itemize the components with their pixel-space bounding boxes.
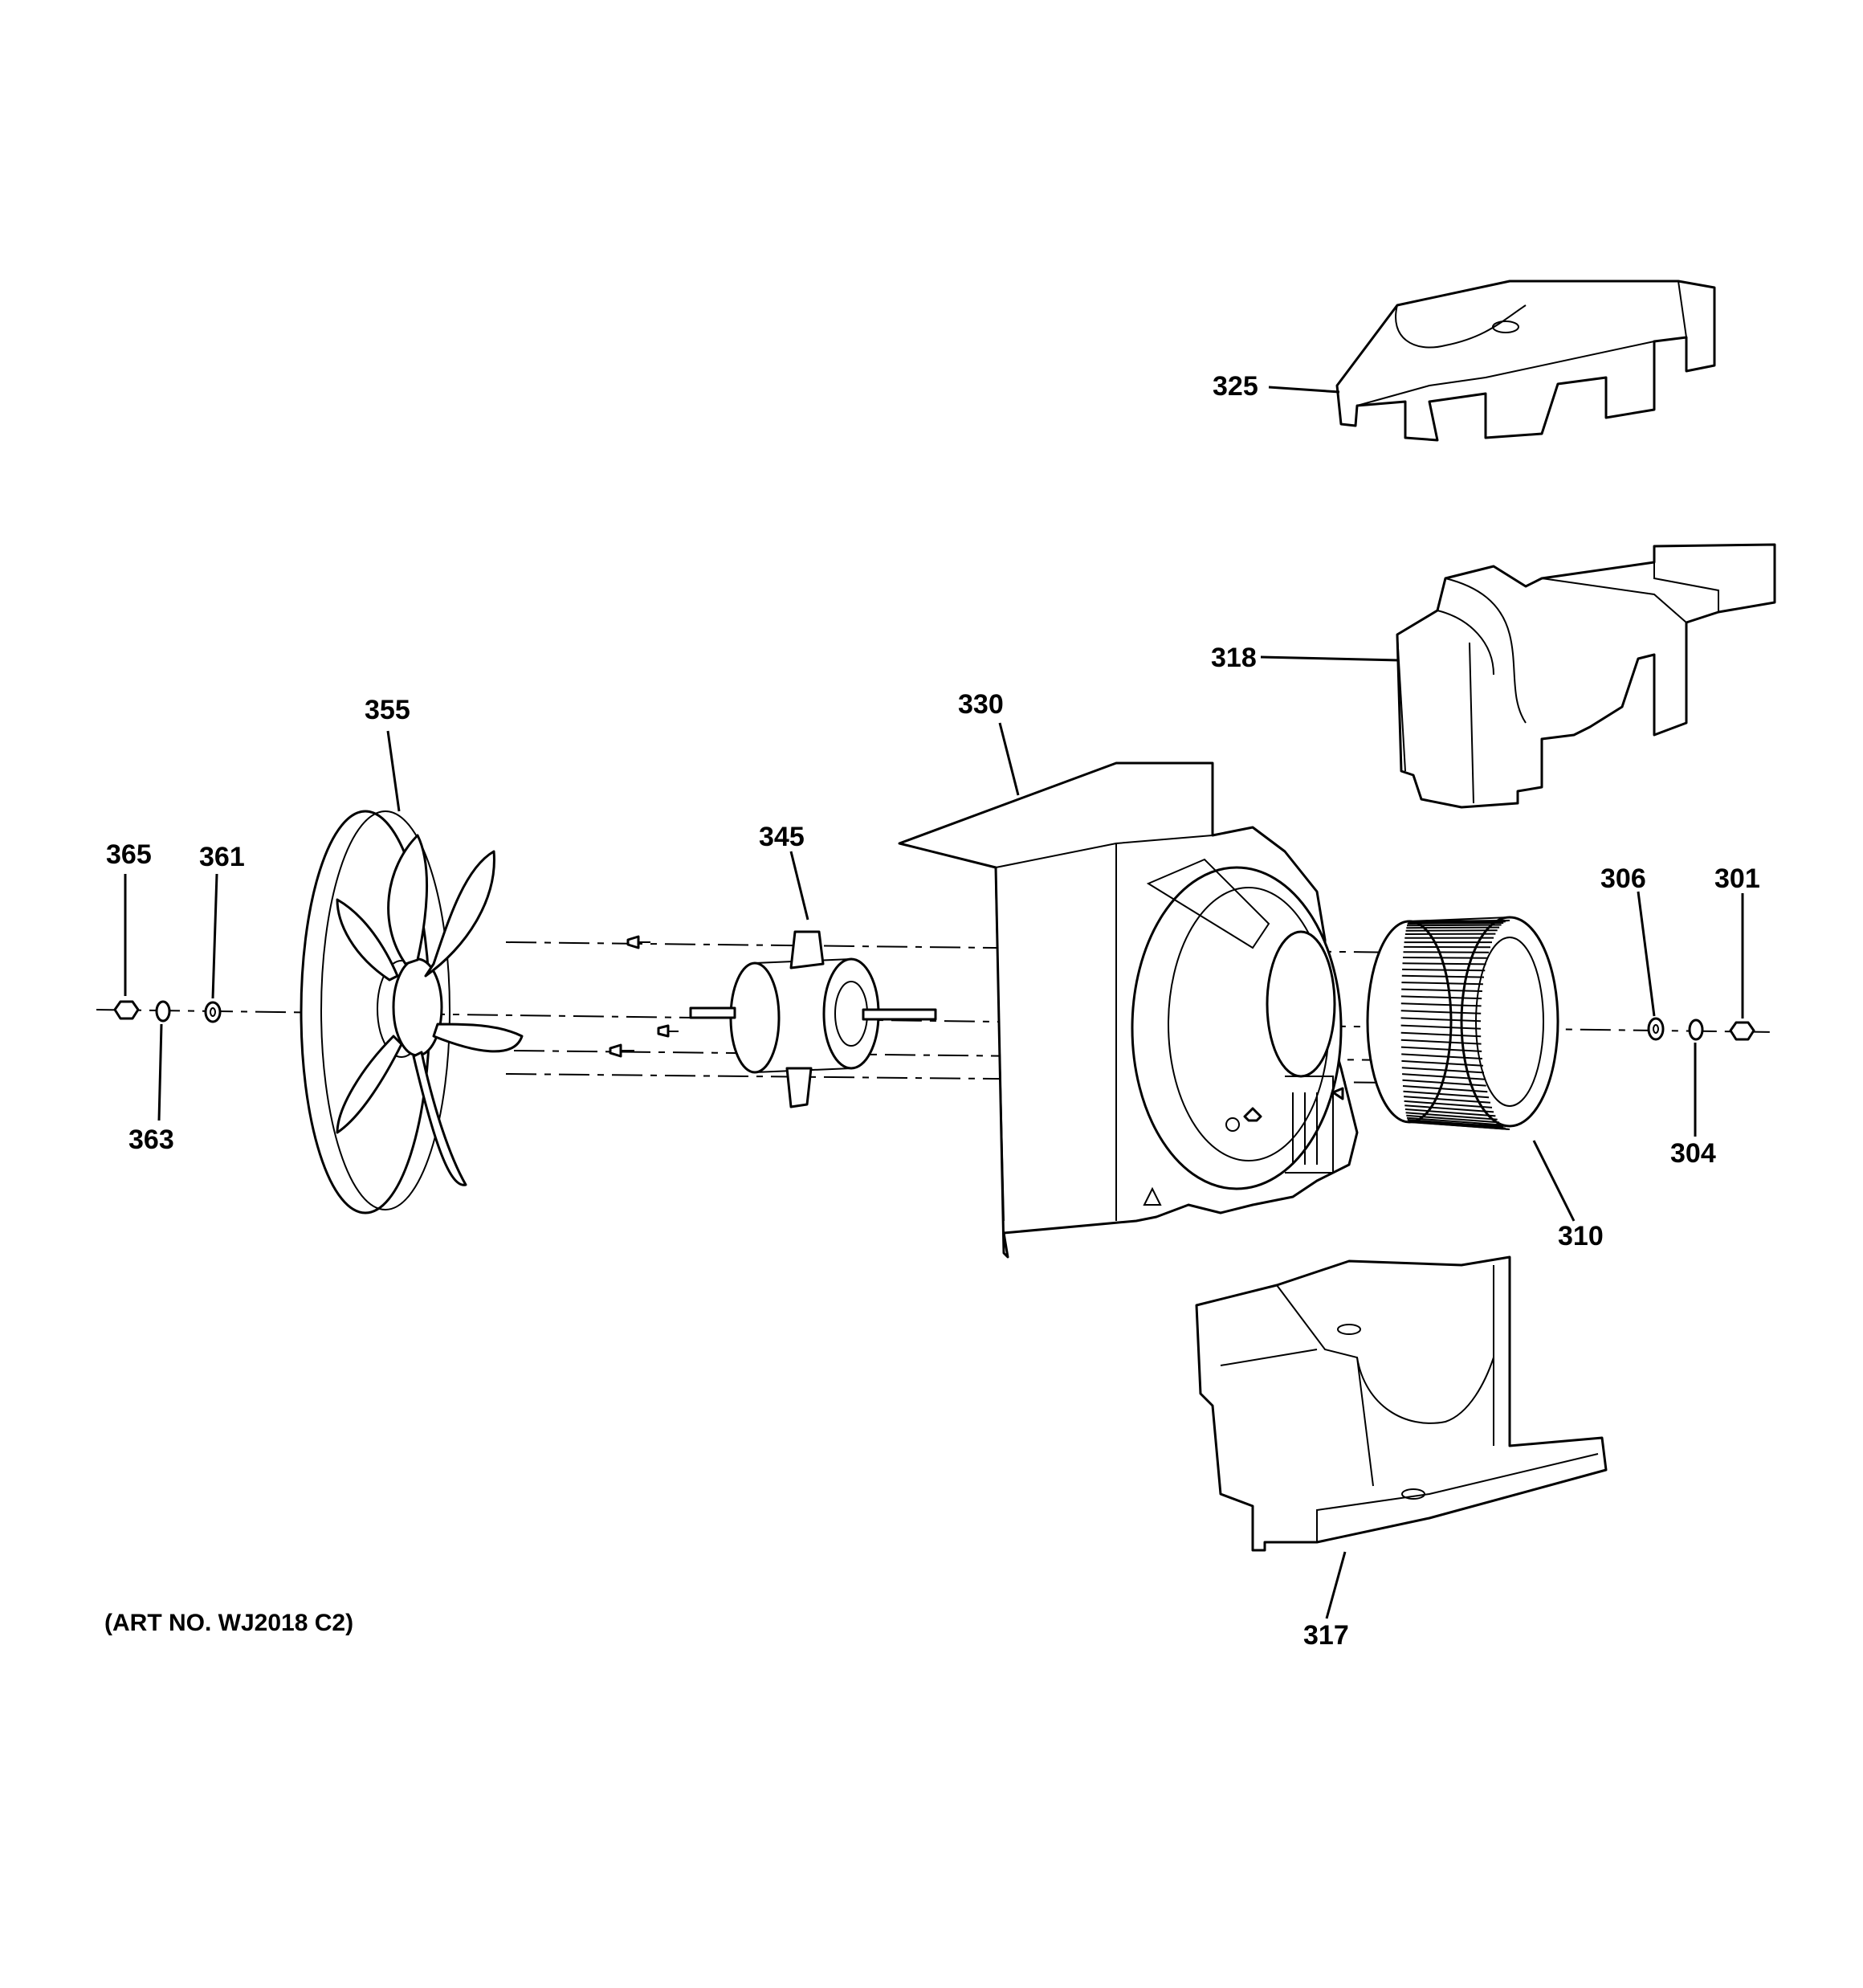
- blower-blade: [1405, 929, 1498, 932]
- blower-blade: [1400, 1017, 1482, 1023]
- blower-blade: [1402, 1079, 1486, 1087]
- blower-blade: [1403, 1090, 1490, 1099]
- part-330-housing: [898, 761, 1359, 1259]
- blower-blade: [1401, 1053, 1482, 1059]
- blower-blade: [1408, 921, 1506, 924]
- leader-lines: [124, 386, 1744, 1619]
- blower-blade: [1402, 1073, 1486, 1080]
- blower-blade: [1400, 1002, 1482, 1007]
- blower-blade: [1401, 1067, 1485, 1074]
- blower-blade: [1404, 1104, 1494, 1113]
- blower-blade: [1403, 951, 1490, 953]
- blower-blade: [1406, 924, 1502, 927]
- callout-304: 304: [1670, 1138, 1716, 1169]
- callout-labels: 325 318 330 345 355 365 361 363 306 301 …: [106, 371, 1760, 1651]
- blower-blade: [1401, 1059, 1483, 1067]
- blower-blade: [1406, 1114, 1500, 1124]
- screws: [609, 935, 1344, 1122]
- blower-blade: [1400, 1010, 1482, 1014]
- blower-blade: [1400, 1039, 1482, 1045]
- blower-blade: [1400, 1046, 1482, 1052]
- blower-blades: [1400, 920, 1510, 1130]
- blower-blade: [1406, 926, 1500, 929]
- callout-345: 345: [759, 822, 805, 852]
- part-310-blower-wheel: [1366, 916, 1559, 1130]
- blower-blade: [1405, 1112, 1498, 1121]
- part-317-base-pan: [1195, 1255, 1608, 1552]
- blower-blade: [1408, 1121, 1510, 1130]
- blower-blade: [1401, 974, 1485, 978]
- callout-330: 330: [958, 689, 1004, 720]
- part-363-lockwasher: [155, 1000, 171, 1023]
- callout-301: 301: [1714, 863, 1760, 894]
- art-number: (ART NO. WJ2018 C2): [104, 1610, 353, 1636]
- part-365-nut: [113, 1000, 140, 1020]
- blower-blade: [1400, 1024, 1482, 1030]
- part-345-motor: [689, 930, 937, 1108]
- blower-blade: [1401, 988, 1482, 992]
- blower-blade: [1401, 982, 1483, 986]
- blower-blade: [1407, 1119, 1504, 1128]
- blower-blade: [1406, 1116, 1502, 1126]
- blower-blade: [1402, 1085, 1488, 1093]
- part-301-nut: [1729, 1021, 1755, 1041]
- callout-306: 306: [1600, 863, 1646, 894]
- blower-blade: [1404, 1100, 1493, 1108]
- part-355-axial-fan: [300, 810, 524, 1214]
- callout-317: 317: [1303, 1620, 1349, 1651]
- blower-blade: [1404, 1096, 1491, 1104]
- blower-blade: [1400, 1031, 1482, 1038]
- callout-363: 363: [128, 1125, 174, 1155]
- part-325-top-duct: [1335, 280, 1716, 442]
- callout-325: 325: [1213, 371, 1258, 402]
- fasteners: [113, 1000, 1755, 1041]
- blower-blade: [1404, 1108, 1496, 1117]
- part-318-upper-shroud: [1396, 543, 1776, 809]
- callout-310: 310: [1558, 1221, 1604, 1251]
- part-361-washer: [204, 1001, 222, 1023]
- callout-365: 365: [106, 839, 152, 870]
- blower-blade: [1407, 922, 1504, 925]
- blower-blade: [1400, 995, 1482, 1000]
- callout-318: 318: [1211, 643, 1257, 673]
- blower-blade: [1402, 957, 1488, 959]
- callout-361: 361: [199, 842, 245, 872]
- part-304-lockwasher: [1688, 1018, 1704, 1041]
- part-306-washer: [1647, 1017, 1665, 1041]
- blower-blade: [1402, 962, 1486, 965]
- callout-355: 355: [365, 695, 410, 725]
